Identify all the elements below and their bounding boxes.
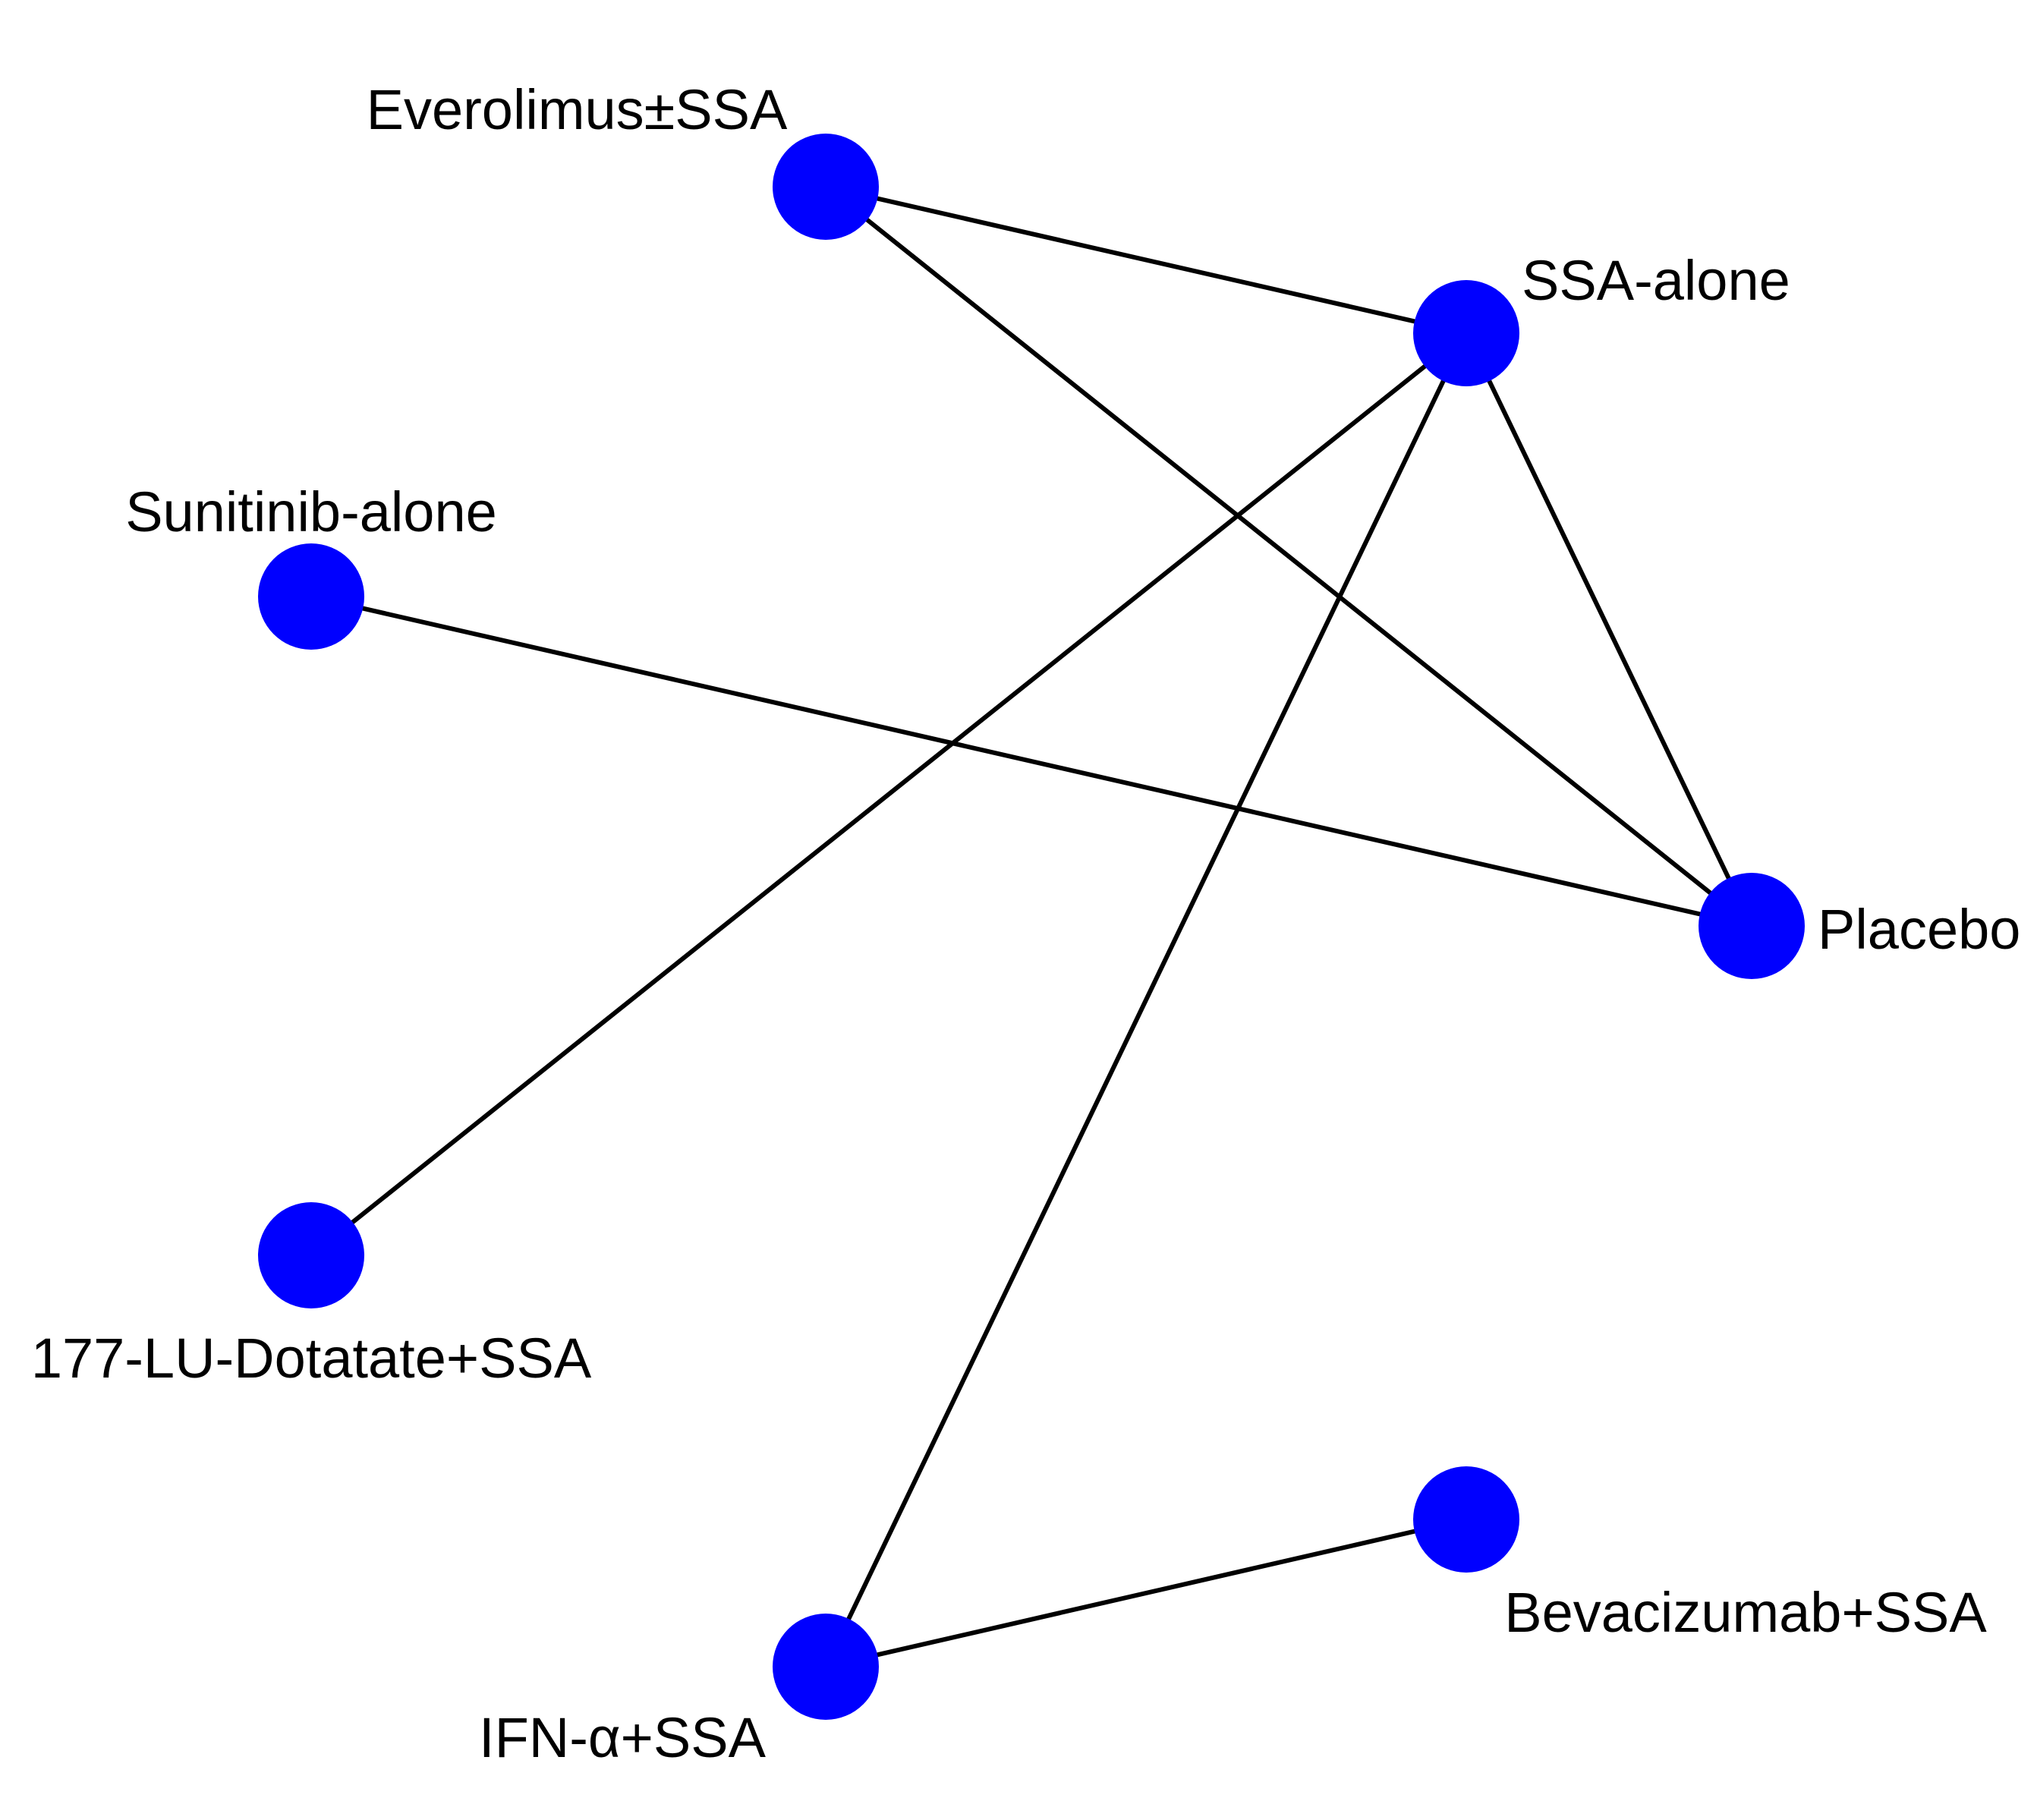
edge-ifn-bevacizumab [823, 1517, 1469, 1669]
node-everolimus [773, 134, 879, 240]
node-label-ssa-alone: SSA-alone [1522, 249, 1790, 312]
node-label-sunitinib: Sunitinib-alone [125, 480, 497, 543]
edge-sunitinib-placebo [309, 594, 1754, 928]
nodes-layer [258, 134, 1805, 1720]
node-label-ifn: IFN-α+SSA [479, 1706, 767, 1769]
edge-ssa_alone-ifn [823, 331, 1469, 1669]
edge-everolimus-placebo [823, 184, 1754, 928]
node-sunitinib [258, 543, 364, 650]
node-label-bevacizumab: Bevacizumab+SSA [1504, 1581, 1987, 1644]
node-label-lu177: 177-LU-Dotatate+SSA [31, 1327, 592, 1390]
node-label-placebo: Placebo [1818, 898, 2020, 961]
node-ssa_alone [1413, 280, 1519, 386]
node-lu177 [258, 1202, 364, 1308]
edge-ssa_alone-lu177 [309, 331, 1469, 1258]
node-ifn [773, 1614, 879, 1720]
edge-everolimus-ssa_alone [823, 184, 1469, 335]
node-placebo [1699, 873, 1805, 979]
node-label-everolimus: Everolimus±SSA [367, 78, 788, 141]
edges-layer [309, 184, 1754, 1669]
edge-ssa_alone-placebo [1464, 331, 1754, 928]
labels-layer: Everolimus±SSA SSA-alone Sunitinib-alone… [31, 78, 2021, 1769]
node-bevacizumab [1413, 1466, 1519, 1573]
